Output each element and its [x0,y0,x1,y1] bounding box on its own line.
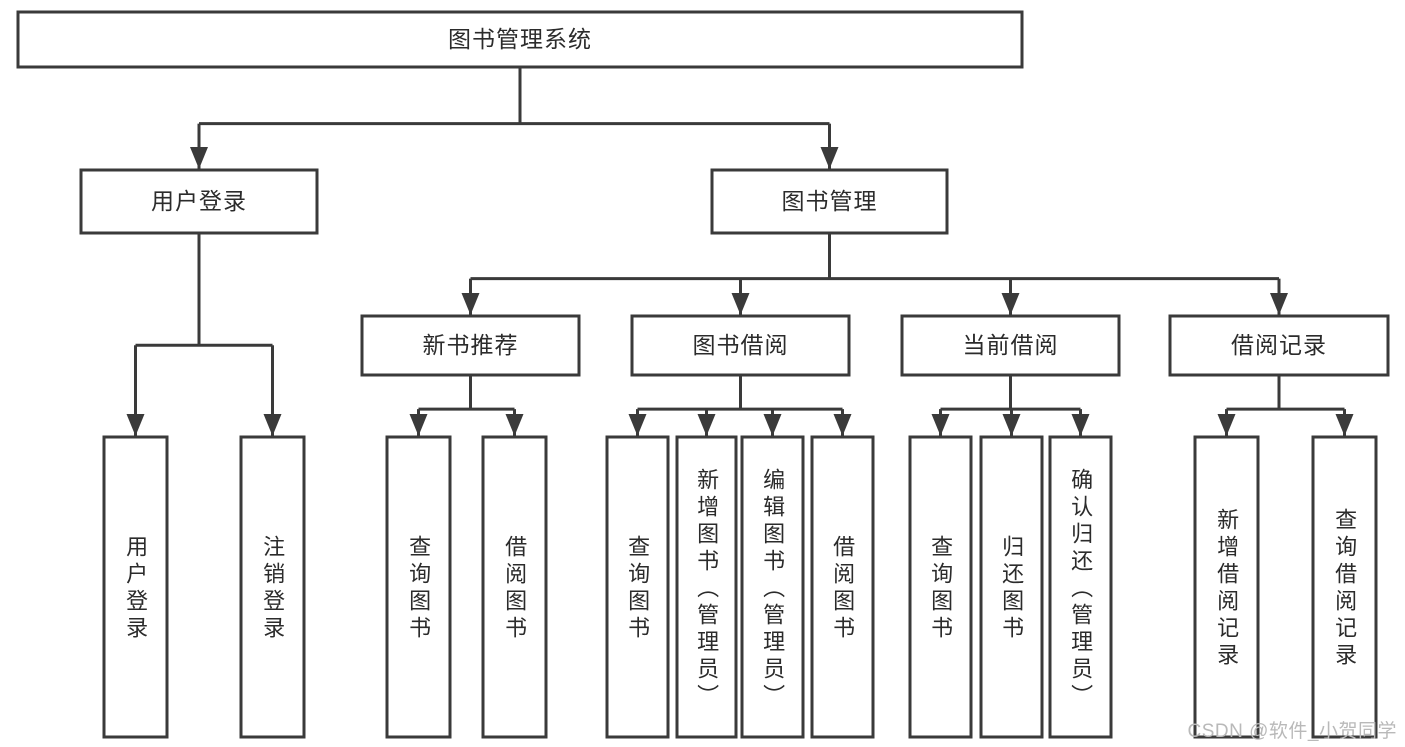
edge-arrowhead [126,414,145,436]
edge-arrowhead [263,414,282,436]
edge-arrowhead [731,293,750,315]
node-box-bookmgmt[interactable] [710,168,949,235]
node-box-l-return[interactable] [979,435,1044,739]
node-box-l-logout[interactable] [239,435,306,739]
node-box-l-queryrec[interactable] [1311,435,1378,739]
edge-arrowhead [833,414,852,436]
edge-arrowhead [697,414,716,436]
edge-arrowhead [1217,414,1236,436]
node-box-current[interactable] [900,314,1121,377]
node-box-l-query3[interactable] [908,435,973,739]
edge-arrowhead [1270,293,1288,315]
node-box-borrow[interactable] [630,314,851,377]
edge-arrowhead [820,147,839,169]
node-box-l-confirm[interactable] [1048,435,1113,739]
edge-arrowhead [763,414,782,436]
edge-arrowhead [505,414,524,436]
node-box-l-query1[interactable] [385,435,452,739]
edge-arrowhead [409,414,428,436]
edge-arrowhead [628,414,647,436]
node-box-login[interactable] [79,168,319,235]
watermark-text: CSDN @软件_小贺同学 [1187,721,1397,742]
node-box-newbook[interactable] [360,314,581,377]
edge-arrowhead [1335,414,1354,436]
node-box-l-login[interactable] [102,435,169,739]
node-box-root[interactable] [16,10,1024,69]
edge-arrowhead [461,293,480,315]
edge-arrowhead [1002,414,1021,436]
node-box-records[interactable] [1168,314,1390,377]
node-box-l-edit[interactable] [740,435,805,739]
edge-arrowhead [1071,414,1090,436]
edge-arrowhead [1001,293,1020,315]
edge-arrowhead [190,147,208,169]
node-box-l-add[interactable] [675,435,738,739]
node-box-l-borrow1[interactable] [481,435,548,739]
edge-arrowhead [931,414,950,436]
node-box-l-addrec[interactable] [1193,435,1260,739]
node-box-l-query2[interactable] [605,435,670,739]
node-box-l-borrow2[interactable] [810,435,875,739]
